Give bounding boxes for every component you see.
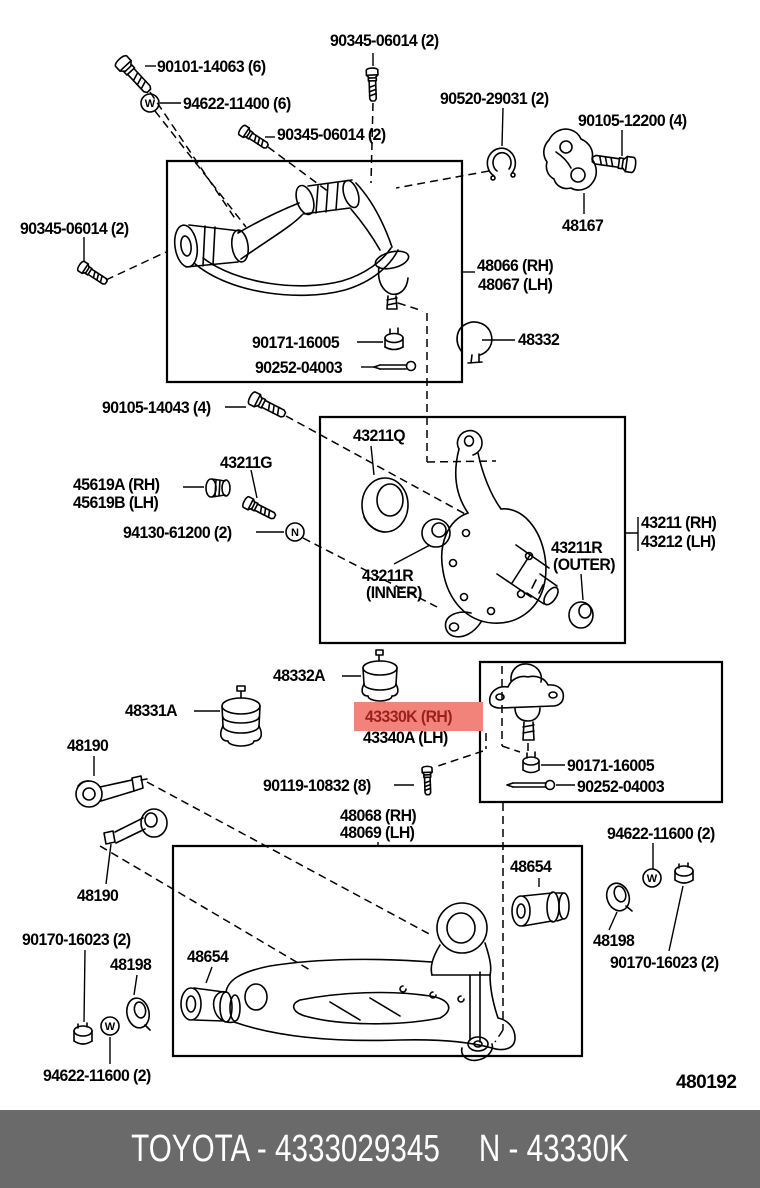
part-label-48332: 48332 — [518, 330, 560, 349]
washer-icon-94622-left: W — [101, 1017, 119, 1035]
washer-icon-94622-11400: W — [141, 94, 159, 112]
mount-48332A-drawing — [362, 650, 398, 701]
part-label-43340A: 43340A (LH) — [363, 728, 448, 747]
washer-48198-right-drawing — [603, 880, 633, 913]
castle-nut-icon-lower — [523, 752, 539, 773]
part-label-90252-04003-upper: 90252-04003 — [255, 358, 343, 377]
grommet-45619-drawing — [206, 479, 230, 497]
frame-boxes — [167, 161, 722, 1056]
upper-control-arm-drawing — [172, 179, 410, 309]
part-label-48332A: 48332A — [273, 666, 326, 685]
dashed-leader-lines — [100, 92, 528, 1042]
part-label-48190-upper: 48190 — [67, 736, 109, 755]
part-label-48198-left: 48198 — [110, 955, 152, 974]
part-label-90101-14063: 90101-14063 (6) — [157, 57, 266, 76]
bolt-icon-90105-14043 — [246, 390, 289, 422]
part-label-48190-lower: 48190 — [77, 886, 119, 905]
bushing-48654-left-drawing — [181, 988, 240, 1022]
part-label-43211R-inner: 43211R — [362, 566, 414, 585]
cam-bolt-48190-upper-drawing — [76, 776, 147, 807]
bracket-48167-drawing — [544, 129, 596, 190]
part-label-43211R-outer-sub: (OUTER) — [553, 555, 616, 574]
part-label-90119-10832: 90119-10832 (8) — [263, 776, 371, 795]
part-label-94622-11400: 94622-11400 (6) — [183, 94, 291, 113]
part-label-43330K-highlighted: 43330K (RH) — [365, 707, 453, 726]
part-label-94130-61200: 94130-61200 (2) — [123, 523, 232, 542]
cotter-pin-icon-lower — [507, 781, 555, 790]
bolt-icon-43211G — [240, 495, 279, 523]
svg-text:W: W — [105, 1021, 116, 1033]
footer-text: TOYOTA - 4333029345 N - 43330K — [131, 1128, 629, 1171]
bolt-icon-90345-top — [365, 67, 380, 102]
footer-bar: TOYOTA - 4333029345 N - 43330K — [0, 1110, 760, 1188]
bushing-48654-right-drawing — [512, 892, 569, 926]
part-label-94622-11600-left: 94622-11600 (2) — [43, 1066, 151, 1085]
part-label-48068: 48068 (RH) — [340, 806, 417, 825]
svg-text:W: W — [145, 98, 156, 110]
part-label-48167: 48167 — [562, 216, 604, 235]
svg-text:N: N — [291, 527, 299, 539]
part-label-90520-29031: 90520-29031 (2) — [440, 89, 549, 108]
castle-nut-icon-left — [74, 1023, 92, 1044]
part-label-48331A: 48331A — [125, 701, 178, 720]
part-label-43211R-outer: 43211R — [551, 538, 603, 557]
part-label-90252-04003-lower: 90252-04003 — [577, 777, 665, 796]
part-label-90170-16023-right: 90170-16023 (2) — [610, 953, 719, 972]
part-label-90105-14043: 90105-14043 (4) — [102, 398, 211, 417]
part-label-43211Q: 43211Q — [353, 426, 406, 445]
bolt-icon-90105-12200 — [590, 151, 638, 174]
cam-bolt-48190-lower-drawing — [104, 809, 167, 844]
top-fastener-icons: W — [75, 53, 638, 796]
part-label-90345-06014-top: 90345-06014 (2) — [330, 31, 439, 50]
part-label-45619B: 45619B (LH) — [73, 493, 159, 512]
part-label-45619A: 45619A (RH) — [73, 475, 160, 494]
part-label-43211R-inner-sub: (INNER) — [366, 583, 422, 602]
bolt-icon-90101 — [112, 53, 156, 97]
part-label-48198-right: 48198 — [593, 931, 635, 950]
footer-part-number: TOYOTA - 4333029345 — [131, 1127, 440, 1170]
leader-lines — [84, 53, 683, 1064]
part-label-43211: 43211 (RH) — [641, 513, 717, 532]
nut-icon-94130: N — [286, 523, 304, 541]
part-label-48654-left: 48654 — [187, 947, 229, 966]
part-label-90170-16023-left: 90170-16023 (2) — [22, 930, 131, 949]
footer-part-code: N - 43330K — [478, 1127, 629, 1170]
part-label-48066: 48066 (RH) — [477, 256, 554, 275]
ball-joint-43330-drawing — [490, 664, 564, 740]
mount-48331A-drawing — [221, 686, 262, 746]
bump-stop-48332-drawing — [457, 322, 492, 363]
cotter-pin-icon-upper — [374, 362, 416, 371]
part-label-43212: 43212 (LH) — [641, 532, 716, 551]
bolt-icon-90345-left — [75, 259, 110, 288]
part-label-48069: 48069 (LH) — [340, 823, 415, 842]
figure-code: 480192 — [676, 1072, 737, 1093]
bolt-icon-90119 — [421, 765, 434, 796]
castle-nut-icon-upper — [385, 328, 403, 350]
lower-control-arm-drawing — [214, 903, 515, 1060]
snap-ring-icon-90520 — [487, 148, 515, 180]
svg-text:W: W — [647, 873, 658, 885]
washer-48198-left-drawing — [124, 996, 152, 1030]
part-label-90345-06014-left: 90345-06014 (2) — [20, 219, 129, 238]
part-label-48067: 48067 (LH) — [478, 275, 553, 294]
castle-nut-icon-right — [675, 863, 693, 883]
part-label-90171-16005-upper: 90171-16005 — [252, 333, 340, 352]
part-label-90171-16005-lower: 90171-16005 — [567, 756, 655, 775]
part-label-90345-06014-mid: 90345-06014 (2) — [277, 125, 386, 144]
part-label-90105-12200: 90105-12200 (4) — [578, 111, 687, 130]
part-label-94622-11600-right: 94622-11600 (2) — [607, 824, 715, 843]
highlight-43330K — [354, 702, 483, 731]
part-label-48654-right: 48654 — [510, 857, 552, 876]
part-label-43211G: 43211G — [220, 453, 273, 472]
steering-knuckle-drawing — [362, 431, 593, 637]
washer-icon-94622-right: W — [643, 869, 661, 887]
